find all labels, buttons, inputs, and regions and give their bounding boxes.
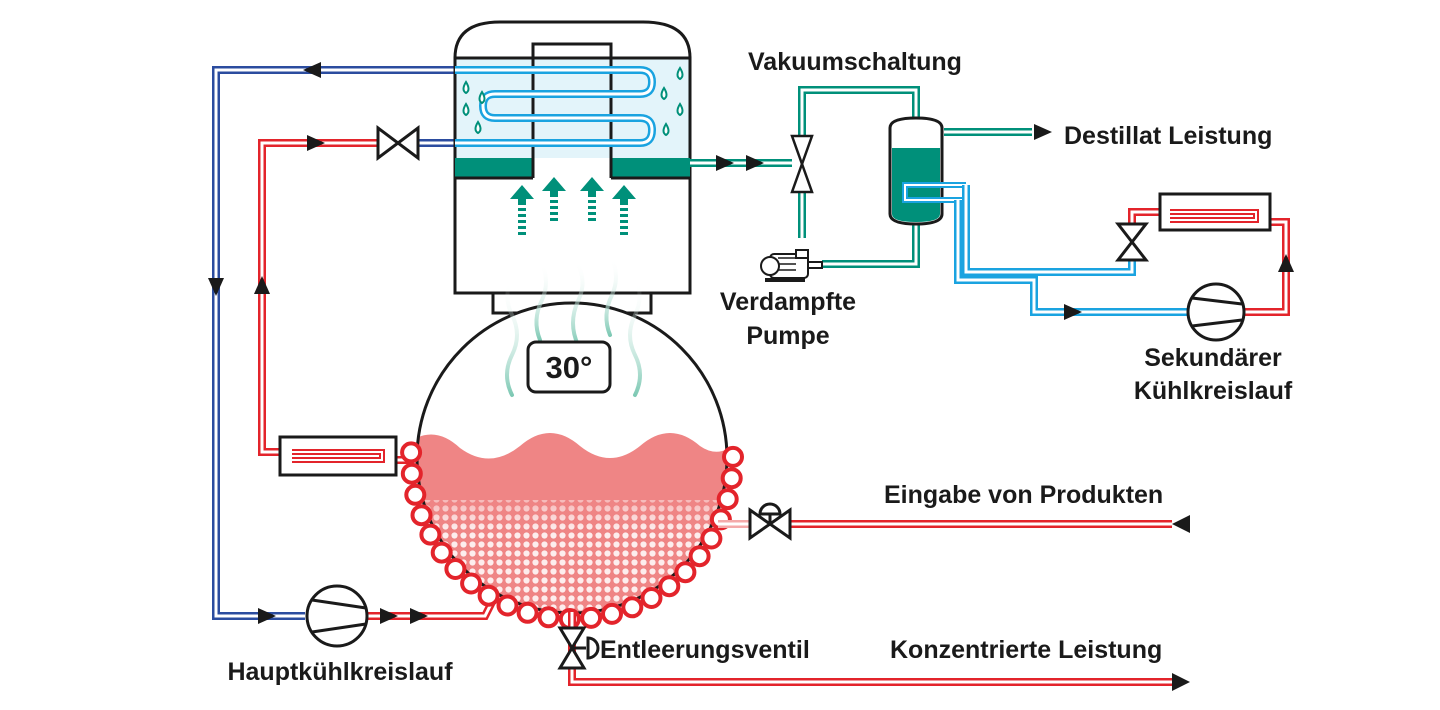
heating-jacket-segment xyxy=(601,602,623,625)
heating-jacket-segment xyxy=(537,606,560,629)
heating-jacket-segment xyxy=(658,575,681,598)
heating-jacket-segment xyxy=(444,558,467,580)
heating-jacket-segment xyxy=(430,541,453,564)
heating-jacket-segment xyxy=(716,488,739,511)
flow-arrow-icon xyxy=(1034,124,1052,140)
heating-jacket-segment xyxy=(410,504,433,527)
drain-valve-label: Entleerungsventil xyxy=(600,636,810,664)
vacuum-circuit-label: Vakuumschaltung xyxy=(748,48,962,76)
flow-arrow-icon xyxy=(1064,304,1082,320)
heating-jacket-segment xyxy=(496,594,519,617)
secondary-valve-icon xyxy=(1114,222,1150,262)
heating-jacket-segment xyxy=(722,445,744,468)
main-pump-icon xyxy=(305,584,369,648)
distillate-receiver xyxy=(888,116,966,226)
flow-arrow-icon xyxy=(1278,254,1294,272)
flow-arrow-icon xyxy=(716,155,734,171)
flow-arrow-icon xyxy=(307,135,325,151)
product-input-label: Eingabe von Produkten xyxy=(884,481,1163,509)
heating-jacket-segment xyxy=(460,572,483,595)
heating-jacket-segment xyxy=(700,527,723,550)
heating-jacket-segment xyxy=(621,596,644,619)
flow-arrow-icon xyxy=(303,62,321,78)
product-input-valve-icon xyxy=(748,502,792,541)
heating-jacket-segment xyxy=(400,462,423,485)
drain-valve-icon xyxy=(557,626,600,670)
condensate-droplets-icon xyxy=(462,66,684,137)
heating-jacket-segment xyxy=(477,584,500,607)
heating-jacket-segment xyxy=(720,467,743,490)
heating-jacket-segment xyxy=(640,587,663,609)
heating-jacket-segment xyxy=(580,606,603,629)
condenser-tower xyxy=(453,20,692,295)
vapor-flow-arrows-icon xyxy=(510,177,636,235)
evaporated-pump-label-2: Pumpe xyxy=(746,322,829,350)
temperature-badge: 30° xyxy=(526,340,612,394)
flow-arrow-icon xyxy=(254,276,270,294)
vacuum-pump-icon xyxy=(760,249,823,282)
flow-arrow-icon xyxy=(1172,673,1190,691)
secondary-heat-exchanger xyxy=(1158,192,1272,232)
evaporated-pump-label-1: Verdampfte xyxy=(720,288,856,316)
steam-wisps-icon xyxy=(505,257,642,397)
heating-jacket-segment xyxy=(404,483,427,506)
temperature-value: 30° xyxy=(546,350,593,385)
heating-jacket-segment xyxy=(674,561,697,584)
vacuum-valve-icon xyxy=(790,134,814,194)
heating-jacket-segment xyxy=(400,441,423,464)
distillate-output-label: Destillat Leistung xyxy=(1064,122,1272,150)
vapor-line-pipes xyxy=(690,86,1032,268)
secondary-cooling-label-2: Kühlkreislauf xyxy=(1134,377,1293,405)
main-heat-exchanger xyxy=(278,435,398,477)
secondary-cooling-label-1: Sekundärer xyxy=(1144,344,1282,372)
flow-arrow-icon xyxy=(1172,515,1190,533)
flow-arrow-icon xyxy=(258,608,276,624)
coolant-valve-icon xyxy=(376,125,420,161)
flow-arrow-icon xyxy=(410,608,428,624)
heating-jacket-segment xyxy=(419,523,442,546)
evaporator-vessel xyxy=(400,301,744,630)
main-cooling-label: Hauptkühlkreislauf xyxy=(227,658,453,686)
flow-arrow-icon xyxy=(380,608,398,624)
heating-jacket-segment xyxy=(688,545,711,568)
secondary-pump-icon xyxy=(1186,282,1246,342)
flow-arrow-icon xyxy=(208,278,224,296)
heating-jacket-segment xyxy=(516,601,539,624)
flow-arrow-icon xyxy=(746,155,764,171)
concentrated-output-label: Konzentrierte Leistung xyxy=(890,636,1162,664)
